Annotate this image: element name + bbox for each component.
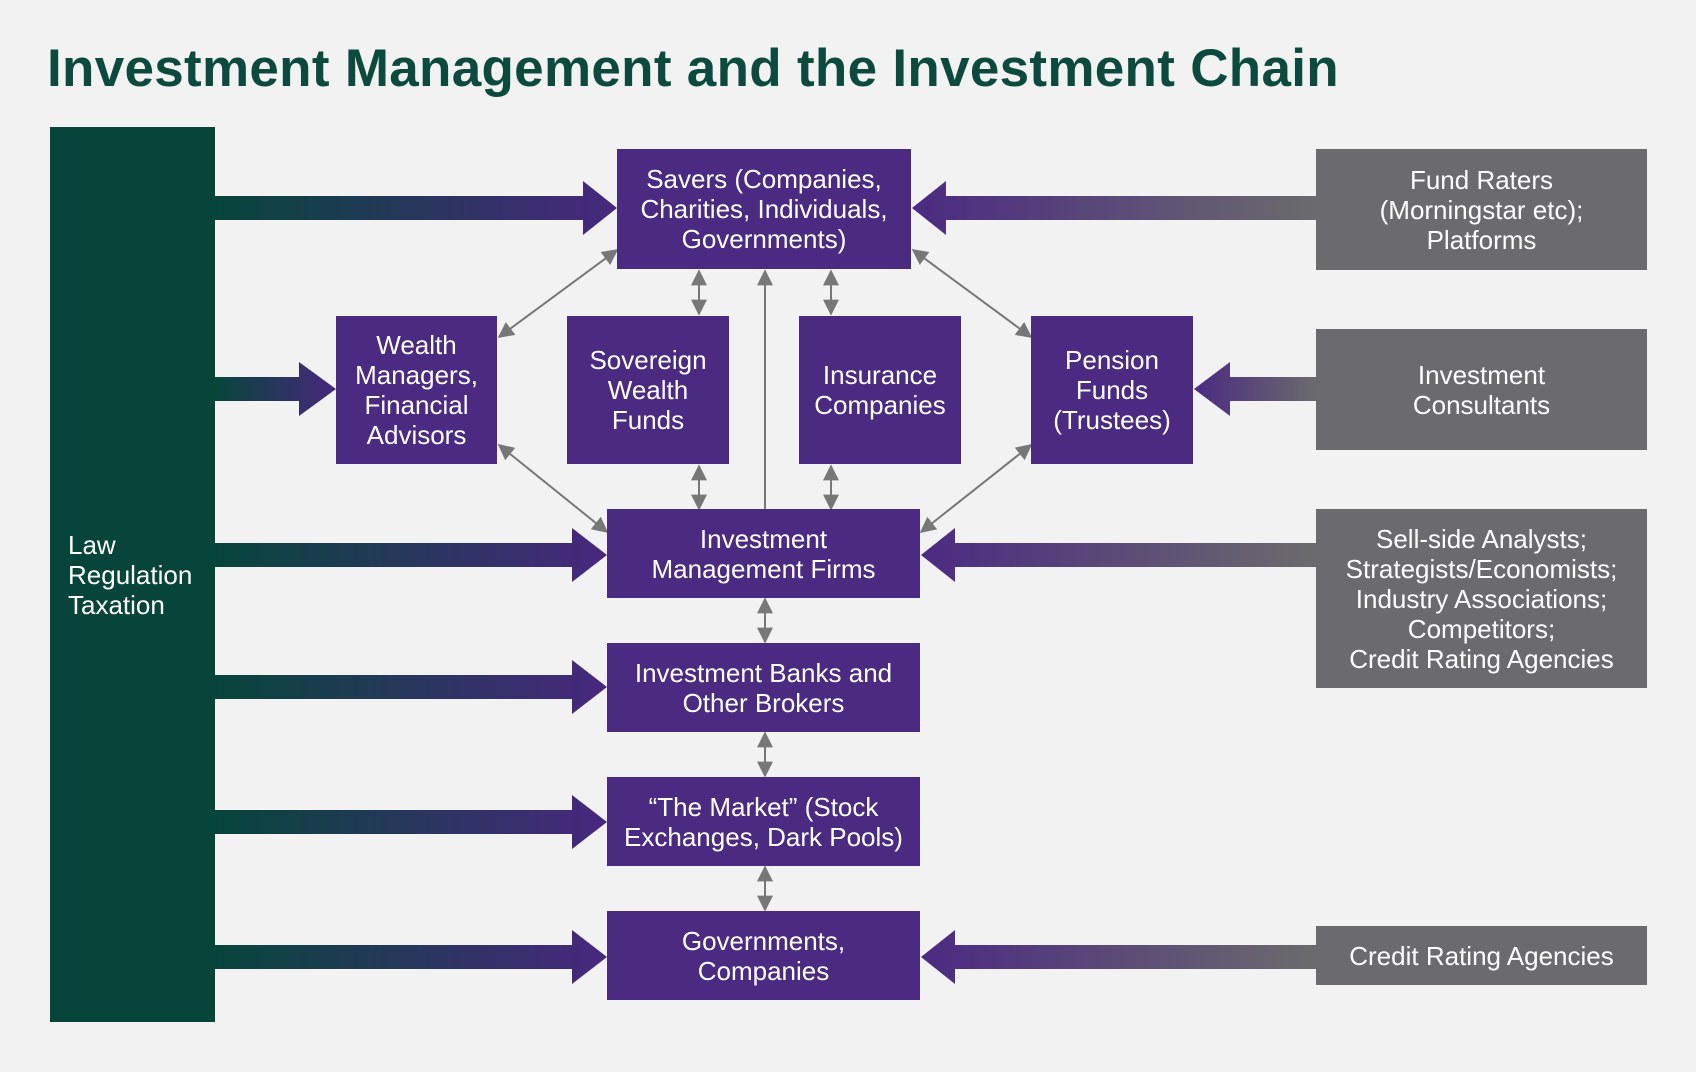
savers-box: Savers (Companies, Charities, Individual… bbox=[617, 149, 911, 269]
credit-rating-agencies-box: Credit Rating Agencies bbox=[1316, 926, 1647, 985]
investment-banks-box: Investment Banks and Other Brokers bbox=[607, 643, 920, 732]
connector-savers-pension bbox=[911, 249, 1033, 338]
investment-consultants-box: Investment Consultants bbox=[1316, 329, 1647, 450]
law-regulation-taxation-box: Law Regulation Taxation bbox=[50, 127, 215, 1022]
fund-raters-box: Fund Raters (Morningstar etc); Platforms bbox=[1316, 149, 1647, 270]
connector-wealth-investment-mgmt bbox=[497, 443, 609, 534]
regulation-arrow-governments bbox=[215, 930, 607, 984]
connector-pension-investment-mgmt bbox=[919, 444, 1033, 533]
regulation-arrow-savers bbox=[215, 181, 617, 235]
regulation-arrow-investment-mgmt bbox=[215, 528, 607, 582]
connector-savers-wealth bbox=[497, 249, 619, 338]
diagram-title: Investment Management and the Investment… bbox=[47, 39, 1339, 98]
investment-management-firms-box: Investment Management Firms bbox=[607, 509, 920, 598]
fund-raters-arrow bbox=[912, 181, 1316, 235]
insurance-companies-box: Insurance Companies bbox=[799, 316, 961, 464]
regulation-arrow-wealth-managers bbox=[215, 362, 336, 416]
sovereign-wealth-funds-box: Sovereign Wealth Funds bbox=[567, 316, 729, 464]
regulation-arrow-market bbox=[215, 795, 607, 849]
pension-funds-box: Pension Funds (Trustees) bbox=[1031, 316, 1193, 464]
credit-rating-arrow bbox=[921, 930, 1316, 984]
analysts-arrow bbox=[921, 528, 1316, 582]
sell-side-analysts-box: Sell-side Analysts; Strategists/Economis… bbox=[1316, 509, 1647, 688]
the-market-box: “The Market” (Stock Exchanges, Dark Pool… bbox=[607, 777, 920, 866]
consultants-arrow bbox=[1194, 362, 1316, 416]
governments-companies-box: Governments, Companies bbox=[607, 911, 920, 1000]
wealth-managers-box: Wealth Managers, Financial Advisors bbox=[336, 316, 497, 464]
regulation-arrow-investment-banks bbox=[215, 660, 607, 714]
